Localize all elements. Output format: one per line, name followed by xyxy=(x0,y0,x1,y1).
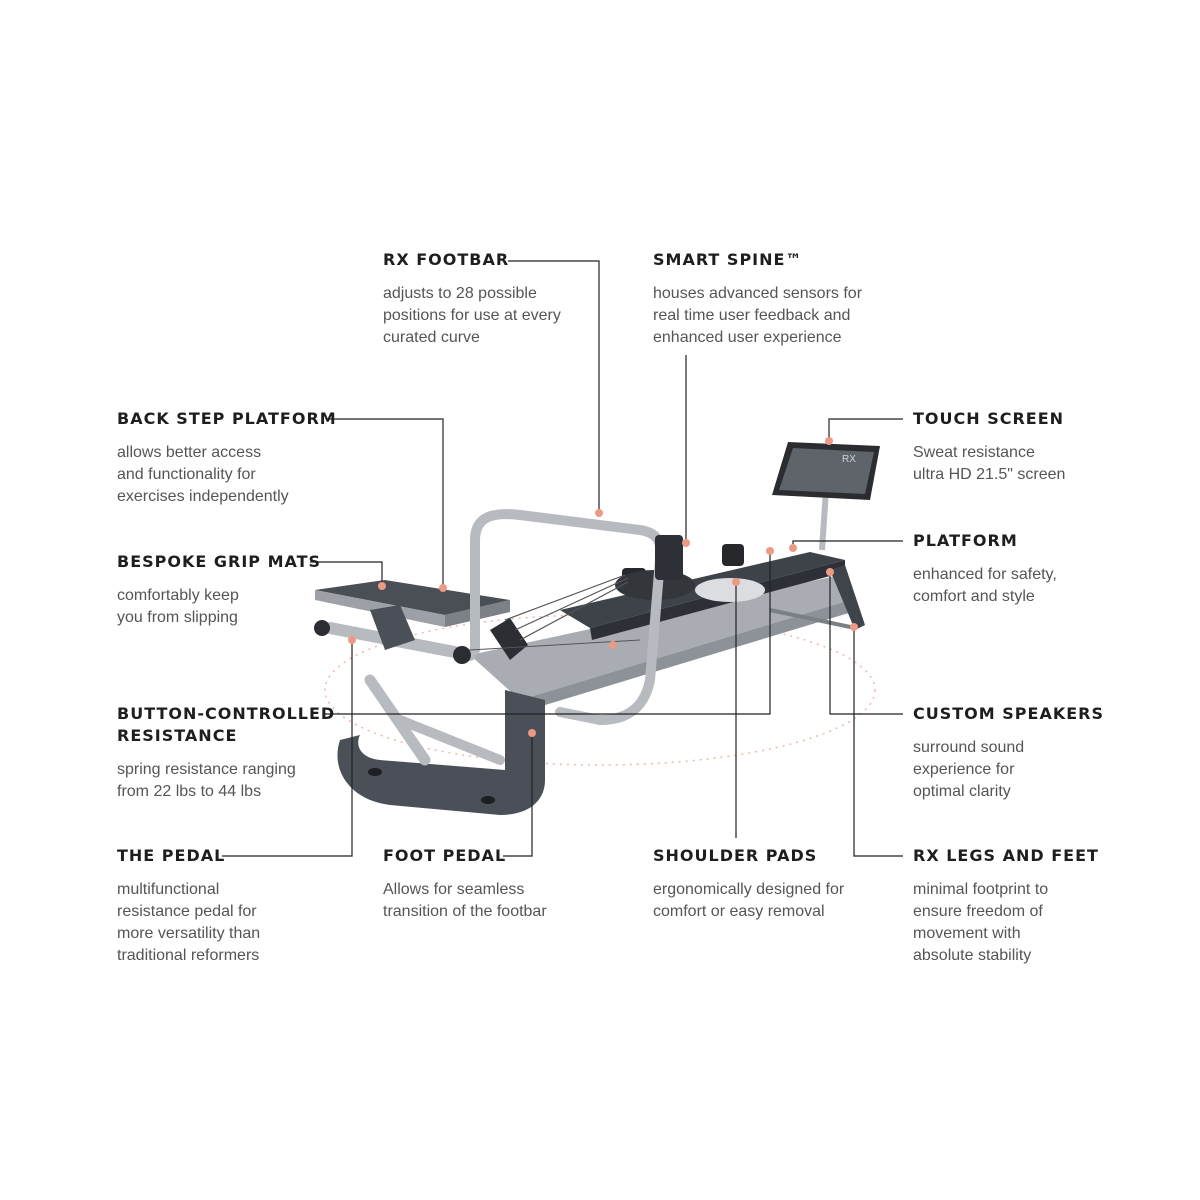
callout-button-controlled-resistance: BUTTON-CONTROLLED RESISTANCE spring resi… xyxy=(117,703,397,803)
callout-touch-screen: TOUCH SCREEN Sweat resistance ultra HD 2… xyxy=(913,408,1193,486)
callout-rx-footbar: RX FOOTBAR adjusts to 28 possible positi… xyxy=(383,249,663,349)
callout-title: CUSTOM SPEAKERS xyxy=(913,704,1104,723)
back-step-platform xyxy=(315,580,510,615)
callout-text: ergonomically designed for comfort or ea… xyxy=(653,881,845,920)
leader-touch-screen xyxy=(828,418,903,440)
leader-platform xyxy=(792,540,903,548)
callout-platform: PLATFORM enhanced for safety, comfort an… xyxy=(913,530,1193,608)
callout-text: enhanced for safety, comfort and style xyxy=(913,566,1057,605)
leader-button-controlled-resistance xyxy=(325,552,771,715)
callout-smart-spine: SMART SPINE™ houses advanced sensors for… xyxy=(653,249,933,349)
leader-the-pedal xyxy=(222,640,353,857)
callout-rx-legs-and-feet: RX LEGS AND FEET minimal footprint to en… xyxy=(913,845,1193,967)
callout-back-step-platform: BACK STEP PLATFORM allows better access … xyxy=(117,408,397,508)
callout-text: Allows for seamless transition of the fo… xyxy=(383,881,547,920)
leader-bespoke-grip-mats xyxy=(310,561,383,582)
callout-text: multifunctional resistance pedal for mor… xyxy=(117,881,261,964)
callout-title: FOOT PEDAL xyxy=(383,846,507,865)
leader-foot-pedal xyxy=(503,735,533,857)
dot-the-pedal xyxy=(348,636,356,644)
smart-spine xyxy=(655,535,683,580)
callout-text: houses advanced sensors for real time us… xyxy=(653,285,863,346)
leader-rx-footbar xyxy=(508,260,600,512)
callout-title: BUTTON-CONTROLLED RESISTANCE xyxy=(117,704,336,745)
callout-text: adjusts to 28 possible positions for use… xyxy=(383,285,561,346)
dot-back-step-platform xyxy=(439,584,447,592)
screen-mast xyxy=(819,489,829,551)
callout-title: THE PEDAL xyxy=(117,846,226,865)
screen-logo: RX xyxy=(842,454,856,465)
shoulder-pad-right xyxy=(722,544,744,566)
reformer-machine: RX xyxy=(314,442,880,815)
callout-text: Sweat resistance ultra HD 21.5" screen xyxy=(913,444,1066,483)
dot-touch-screen xyxy=(825,437,833,445)
dot-button-controlled-resistance xyxy=(766,547,774,555)
callout-title: BACK STEP PLATFORM xyxy=(117,409,337,428)
dot-smart-spine xyxy=(682,539,690,547)
callout-title: BESPOKE GRIP MATS xyxy=(117,552,322,571)
rx-legs xyxy=(830,565,865,630)
dot-custom-speakers xyxy=(826,568,834,576)
callout-text: surround sound experience for optimal cl… xyxy=(913,739,1025,800)
callout-text: spring resistance ranging from 22 lbs to… xyxy=(117,761,296,800)
leader-rx-legs-and-feet xyxy=(853,628,903,857)
callout-text: allows better access and functionality f… xyxy=(117,444,289,505)
callout-shoulder-pads: SHOULDER PADS ergonomically designed for… xyxy=(653,845,933,923)
dot-foot-pedal xyxy=(528,729,536,737)
callout-dots xyxy=(348,437,858,737)
callout-text: minimal footprint to ensure freedom of m… xyxy=(913,881,1049,964)
floor-ring xyxy=(324,614,876,766)
callout-bespoke-grip-mats: BESPOKE GRIP MATS comfortably keep you f… xyxy=(117,551,397,629)
callout-title: SHOULDER PADS xyxy=(653,846,818,865)
leader-custom-speakers xyxy=(829,572,903,715)
dot-bespoke-grip-mats xyxy=(378,582,386,590)
callout-title: RX FOOTBAR xyxy=(383,250,510,269)
dot-platform xyxy=(789,544,797,552)
dot-cord xyxy=(609,641,617,649)
dot-shoulder-pads xyxy=(732,578,740,586)
dot-rx-legs-and-feet xyxy=(850,623,858,631)
leader-lines xyxy=(222,260,903,857)
leader-back-step-platform xyxy=(326,418,444,588)
dot-rx-footbar xyxy=(595,509,603,517)
callout-title: TOUCH SCREEN xyxy=(913,409,1065,428)
callout-title: RX LEGS AND FEET xyxy=(913,846,1099,865)
pedal-block xyxy=(490,618,528,660)
callout-title: PLATFORM xyxy=(913,531,1018,550)
callout-text: comfortably keep you from slipping xyxy=(117,587,239,626)
base-rail xyxy=(470,575,850,700)
callout-the-pedal: THE PEDAL multifunctional resistance ped… xyxy=(117,845,397,967)
callout-custom-speakers: CUSTOM SPEAKERS surround sound experienc… xyxy=(913,703,1193,803)
front-frame xyxy=(337,690,545,815)
callout-foot-pedal: FOOT PEDAL Allows for seamless transitio… xyxy=(383,845,663,923)
callout-title: SMART SPINE™ xyxy=(653,250,803,269)
